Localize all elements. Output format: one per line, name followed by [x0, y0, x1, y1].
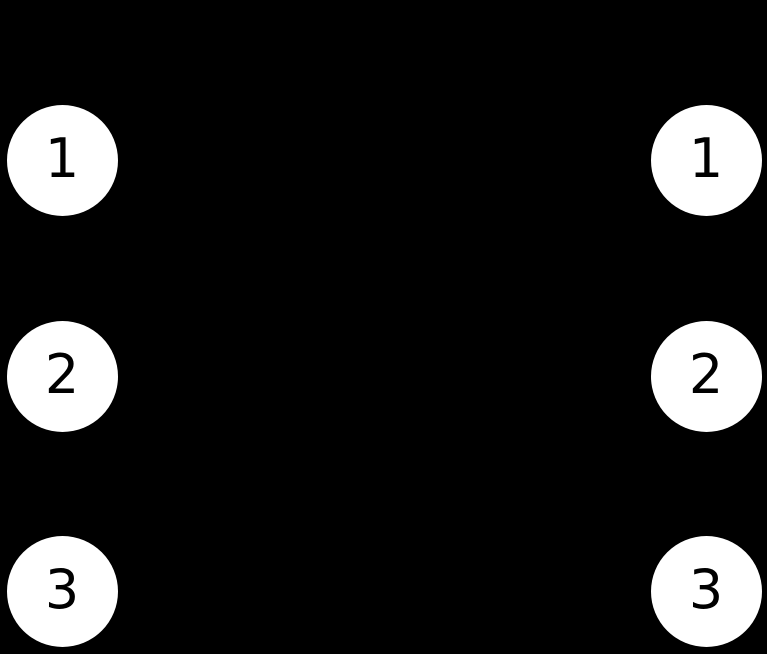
- node-left-1[interactable]: 1: [6, 104, 118, 216]
- node-label-right-1: 1: [688, 127, 724, 190]
- node-label-left-2: 2: [44, 343, 80, 406]
- node-left-3[interactable]: 3: [6, 535, 118, 647]
- node-left-2[interactable]: 2: [6, 320, 118, 432]
- node-label-right-2: 2: [688, 343, 724, 406]
- node-right-2[interactable]: 2: [650, 320, 762, 432]
- node-right-3[interactable]: 3: [650, 535, 762, 647]
- node-right-1[interactable]: 1: [650, 104, 762, 216]
- node-label-right-3: 3: [688, 558, 724, 621]
- node-label-left-1: 1: [44, 127, 80, 190]
- node-label-left-3: 3: [44, 558, 80, 621]
